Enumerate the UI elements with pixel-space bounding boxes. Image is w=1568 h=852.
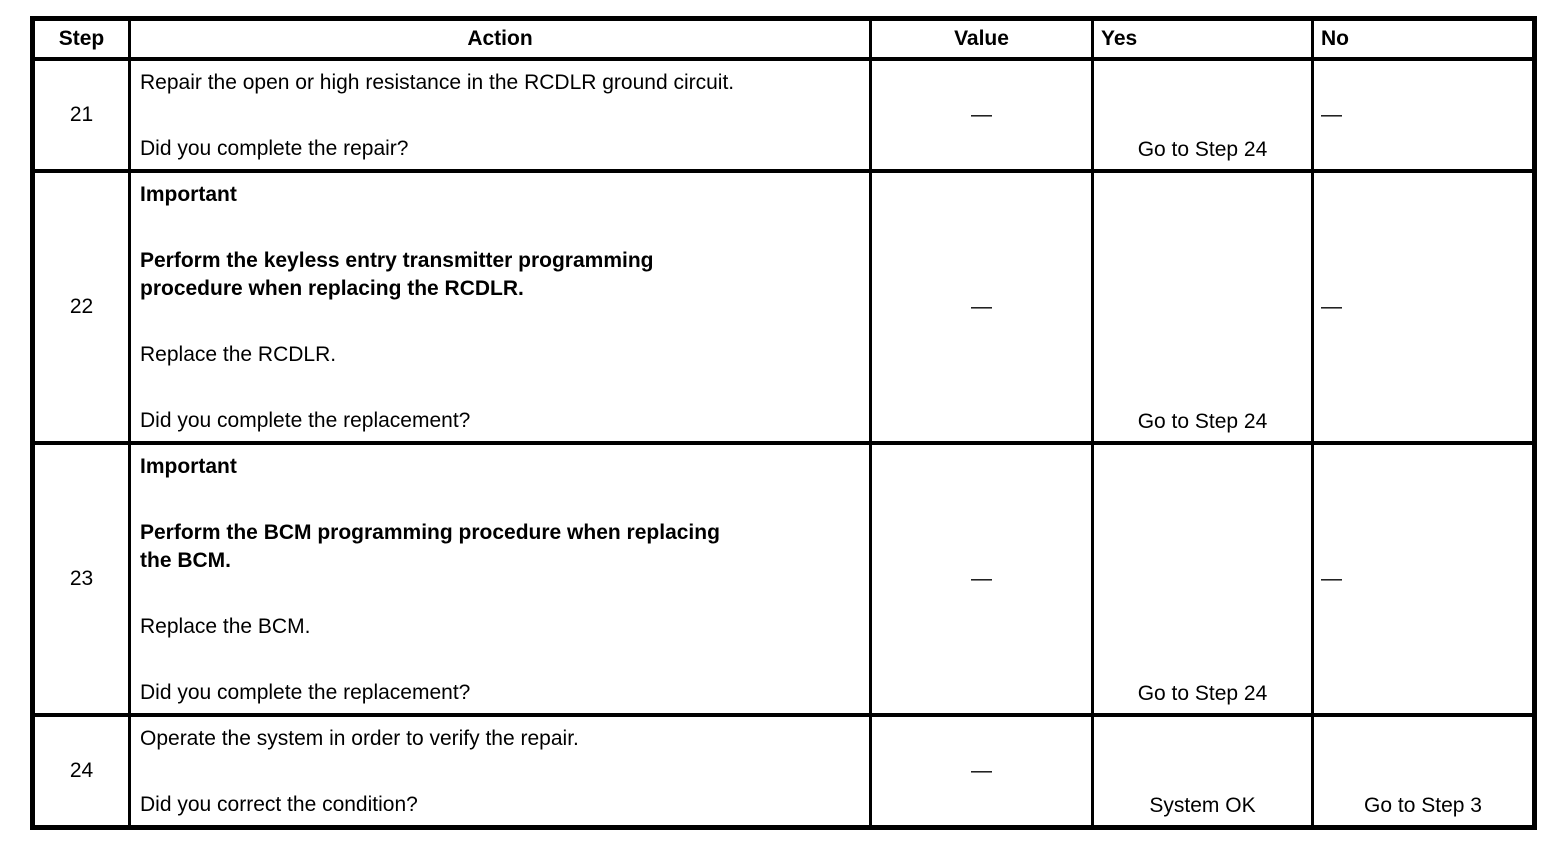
action-paragraph: Repair the open or high resistance in th…	[140, 70, 735, 94]
step-cell: 23	[31, 440, 131, 717]
value-cell: —	[869, 56, 1094, 173]
diagnostic-table: Step Action Value Yes No 21 Repair the o…	[30, 16, 1537, 830]
action-cell: Important Perform the BCM programming pr…	[128, 440, 872, 717]
table-row-step-22: 22 Important Perform the keyless entry t…	[31, 168, 1536, 445]
value-cell: —	[869, 168, 1094, 445]
header-row: Step Action Value Yes No	[31, 16, 1536, 61]
yes-cell: System OK	[1091, 712, 1314, 829]
table-row-step-24: 24 Operate the system in order to verify…	[31, 712, 1536, 829]
action-question: Did you complete the replacement?	[140, 680, 471, 704]
action-cell: Important Perform the keyless entry tran…	[128, 168, 872, 445]
action-cell: Operate the system in order to verify th…	[128, 712, 872, 829]
col-header-step: Step	[31, 16, 131, 61]
col-header-no: No	[1311, 16, 1536, 61]
table-row-step-21: 21 Repair the open or high resistance in…	[31, 56, 1536, 173]
action-question: Did you correct the condition?	[140, 792, 418, 816]
action-paragraph: Replace the BCM.	[140, 614, 311, 638]
action-important-label: Important	[140, 454, 237, 478]
no-cell: —	[1311, 440, 1536, 717]
table-row-step-23: 23 Important Perform the BCM programming…	[31, 440, 1536, 717]
action-cell: Repair the open or high resistance in th…	[128, 56, 872, 173]
action-paragraph: Replace the RCDLR.	[140, 342, 337, 366]
action-question: Did you complete the replacement?	[140, 408, 471, 432]
step-cell: 21	[31, 56, 131, 173]
yes-cell: Go to Step 24	[1091, 440, 1314, 717]
action-important-label: Important	[140, 182, 237, 206]
no-cell: —	[1311, 168, 1536, 445]
action-important-note: Perform the keyless entry transmitter pr…	[140, 248, 654, 300]
no-cell: Go to Step 3	[1311, 712, 1536, 829]
col-header-yes: Yes	[1091, 16, 1314, 61]
yes-cell: Go to Step 24	[1091, 56, 1314, 173]
col-header-action: Action	[128, 16, 872, 61]
value-cell: —	[869, 712, 1094, 829]
yes-cell: Go to Step 24	[1091, 168, 1314, 445]
action-paragraph: Operate the system in order to verify th…	[140, 726, 579, 750]
no-cell: —	[1311, 56, 1536, 173]
action-important-note: Perform the BCM programming procedure wh…	[140, 520, 720, 572]
action-question: Did you complete the repair?	[140, 136, 409, 160]
step-cell: 24	[31, 712, 131, 829]
col-header-value: Value	[869, 16, 1094, 61]
value-cell: —	[869, 440, 1094, 717]
step-cell: 22	[31, 168, 131, 445]
